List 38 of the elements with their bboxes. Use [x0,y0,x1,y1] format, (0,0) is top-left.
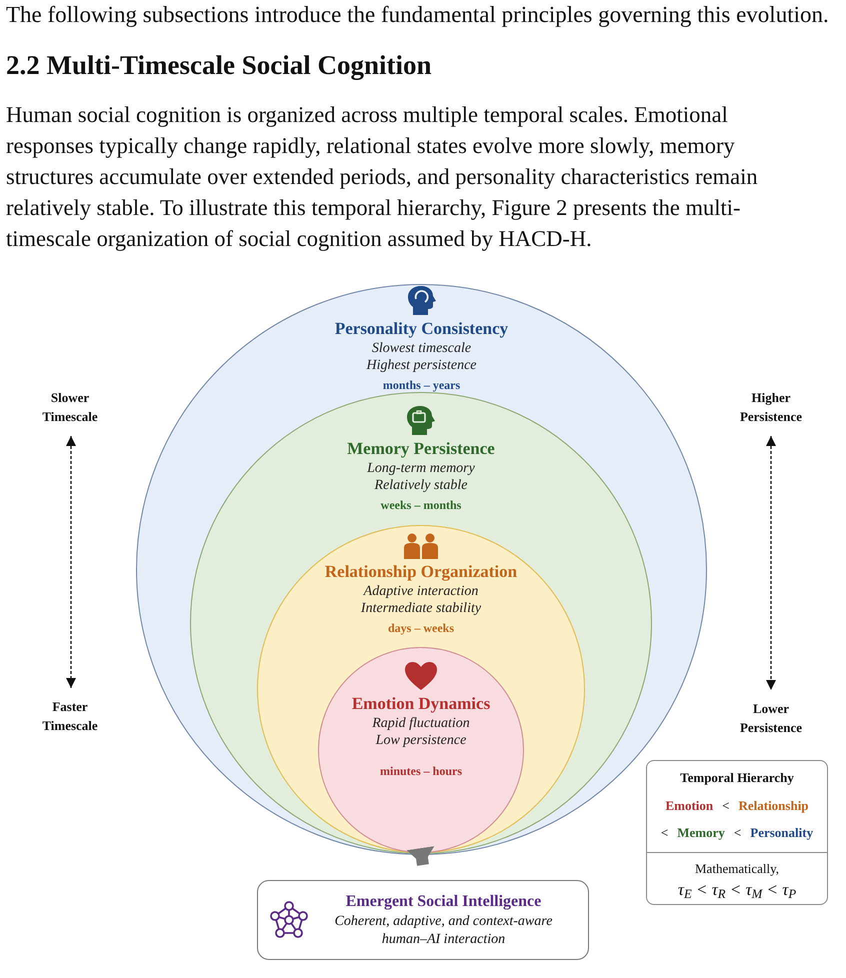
panel-title: Temporal Hierarchy [680,769,794,787]
formula-text: τ$_{E}$ < τ$_{R}$ < τ$_{M}$ < τ$_{P}$ [678,878,796,900]
time-range-text: months – years [382,377,460,393]
description-text: Rapid fluctuation [372,715,470,732]
box-title: Emergent Social Intelligence [346,892,542,912]
axis-label: Lower Persistence [738,700,804,737]
description-text: Slowest timescale [372,340,472,357]
less-than-sign: < [660,824,668,842]
axis-label: Higher Persistence [738,389,804,426]
hierarchy-term: Emotion [665,796,714,814]
time-range-text: minutes – hours [380,763,462,779]
description-text: Low persistence [376,732,466,749]
note-text: Mathematically, [695,860,779,878]
description-text: Coherent, adaptive, and context-aware human–AI interaction [334,913,554,949]
body-text: The following subsections introduce the fundamental principles governing this evolution. [6,1,829,29]
time-range-text: days – weeks [388,620,454,636]
description-text: Long-term memory [367,460,475,477]
description-text: Intermediate stability [360,600,482,617]
circle-title: Memory Persistence [347,438,495,460]
body-paragraph: Human social cognition is organized across multiple temporal scales. Emotional responses typically change rapidly, relational states evolve more slowly, memory structures accumulate over extended periods, and personality characteristics remain relatively stable. To illustrate this temporal hierarchy, Figure 2 presents the multi-timescale organization of social cognition assumed by HACD-H. [6,101,759,253]
section-heading: 2.2 Multi-Timescale Social Cognition [6,49,432,82]
less-than-sign: < [722,796,730,814]
description-text: Adaptive interaction [364,583,478,600]
time-range-text: weeks – months [380,497,462,513]
hierarchy-term: Memory [677,824,725,842]
circle-title: Personality Consistency [334,318,508,340]
description-text: Highest persistence [366,357,477,374]
less-than-sign: < [734,824,742,842]
hierarchy-term: Personality [750,824,814,842]
hierarchy-panel [646,760,828,905]
circle-title: Relationship Organization [324,561,518,583]
circle-title: Emotion Dynamics [352,693,490,715]
axis-label: Faster Timescale [41,698,99,735]
arrow [406,846,434,866]
hierarchy-term: Relationship [738,796,809,815]
outcome-box [257,880,589,960]
axis-label: Slower Timescale [41,389,99,426]
description-text: Relatively stable [374,477,468,494]
